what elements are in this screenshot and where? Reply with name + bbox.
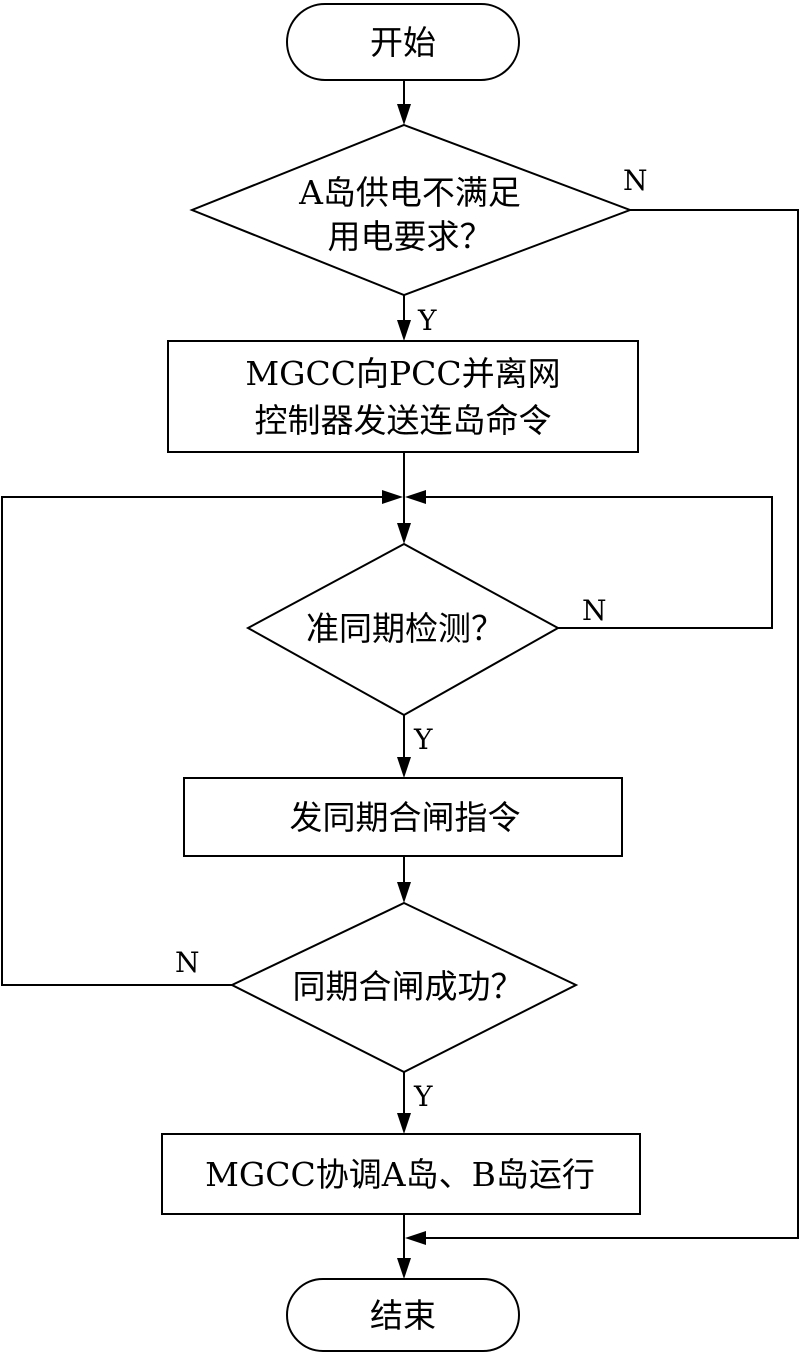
decision-close-success: 同期合闸成功？ (229, 901, 579, 1074)
decision-sync-check: 准同期检测？ (245, 542, 561, 717)
start-terminal: 开始 (286, 3, 520, 81)
arrowhead-down (397, 882, 411, 903)
process-sync-close-label: 发同期合闸指令 (290, 798, 521, 837)
decision-a-supply-line-2: 用电要求？ (328, 217, 493, 256)
start-label: 开始 (370, 23, 436, 62)
process-send-command-line-2: 控制器发送连岛命令 (255, 401, 552, 440)
process-send-command: MGCC向PCC并离网 控制器发送连岛命令 (167, 340, 639, 453)
branch-label-no: N (582, 594, 607, 627)
branch-label-yes: Y (413, 723, 433, 756)
arrowhead-down (397, 104, 411, 125)
loop-close-success-no (1, 496, 388, 986)
branch-label-yes: Y (417, 304, 437, 337)
end-terminal: 结束 (286, 1278, 520, 1352)
loop-a-supply-no (420, 209, 799, 1239)
arrowhead-left (405, 490, 426, 504)
arrowhead-down (397, 523, 411, 544)
end-label: 结束 (370, 1296, 436, 1335)
arrowhead-right (382, 490, 403, 504)
decision-sync-check-label: 准同期检测？ (306, 609, 504, 648)
decision-a-supply-line-1: A岛供电不满足 (298, 173, 521, 212)
branch-label-no: N (175, 946, 200, 979)
loop-sync-check-no (420, 496, 773, 629)
arrowhead-down (397, 1113, 411, 1134)
process-coordinate: MGCC协调A岛、B岛运行 (161, 1133, 641, 1215)
process-sync-close: 发同期合闸指令 (183, 777, 623, 857)
arrowhead-down (397, 1258, 411, 1279)
process-send-command-line-1: MGCC向PCC并离网 (245, 354, 560, 393)
arrowhead-down (397, 320, 411, 341)
decision-a-supply: A岛供电不满足 用电要求？ (189, 123, 633, 297)
branch-label-no: N (623, 164, 648, 197)
branch-label-yes: Y (413, 1080, 433, 1113)
process-coordinate-label: MGCC协调A岛、B岛运行 (205, 1155, 595, 1194)
arrowhead-left (405, 1231, 426, 1245)
arrowhead-down (397, 757, 411, 778)
decision-close-success-label: 同期合闸成功？ (293, 967, 524, 1006)
